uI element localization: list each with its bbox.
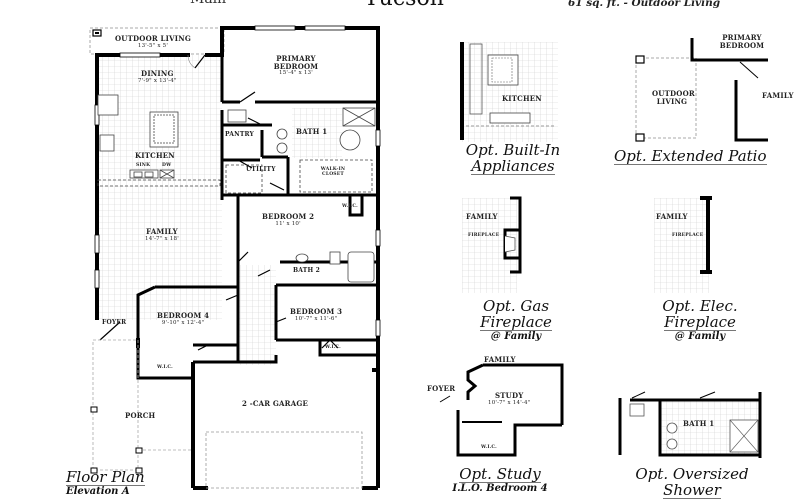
opt-study-room-label: STUDY 10'-7" x 14'-4" bbox=[488, 391, 531, 406]
opt-study-drawing: L bbox=[439, 363, 564, 457]
bedroom-2-wic: W.I.C. bbox=[342, 204, 358, 209]
sink-label: SINK bbox=[136, 163, 151, 168]
opt-elec-fireplace-caption: Opt. Elec. Fireplace @ Family bbox=[662, 297, 738, 342]
opt-built-in-kitchen-label: KITCHEN bbox=[502, 94, 542, 103]
opt-patio-primary-label: PRIMARY BEDROOM bbox=[719, 33, 765, 50]
room-garage: 2 -CAR GARAGE bbox=[242, 399, 309, 408]
opt-built-in-appliances-caption: Opt. Built-In Appliances bbox=[465, 141, 561, 175]
opt-elec-family-label: FAMILY bbox=[656, 212, 688, 221]
room-family: FAMILY 14'-7" x 18' bbox=[145, 227, 179, 242]
opt-extended-patio-drawing bbox=[635, 38, 768, 142]
opt-gas-fireplace-label: FIREPLACE bbox=[468, 233, 500, 238]
opt-built-in-appliances-drawing bbox=[460, 42, 558, 142]
dishwasher-label: DW bbox=[162, 163, 172, 168]
elevation-label: Elevation A bbox=[66, 486, 130, 497]
floor-plan-caption: Floor Plan Elevation A bbox=[66, 470, 145, 498]
opt-study-caption: Opt. Study I.L.O. Bedroom 4 bbox=[452, 465, 548, 494]
bedroom-4-wic: W.I.C. bbox=[157, 365, 173, 370]
bedroom-3-wic: W.I.C. bbox=[325, 345, 341, 350]
opt-gas-family-label: FAMILY bbox=[466, 212, 498, 221]
opt-patio-family-label: FAMILY bbox=[762, 91, 794, 100]
opt-oversized-shower-drawing bbox=[618, 391, 762, 458]
room-bedroom-4: BEDROOM 4 9'-10" x 12'-4" bbox=[157, 311, 210, 326]
opt-oversized-shower-caption: Opt. Oversized Shower bbox=[635, 465, 749, 499]
opt-elec-fireplace-label: FIREPLACE bbox=[672, 233, 704, 238]
room-bath-2: BATH 2 bbox=[293, 267, 320, 274]
opt-elec-fireplace-drawing bbox=[654, 196, 712, 293]
room-utility: UTILITY bbox=[246, 166, 276, 173]
room-bath-1: BATH 1 bbox=[296, 127, 328, 136]
opt-gas-fireplace-caption: Opt. Gas Fireplace @ Family bbox=[480, 297, 552, 342]
header-title-fragment: Main bbox=[190, 0, 226, 7]
opt-patio-outdoor-label: OUTDOOR LIVING bbox=[652, 89, 695, 106]
room-pantry: PANTRY bbox=[225, 131, 254, 138]
opt-study-family-label: FAMILY bbox=[484, 355, 516, 364]
opt-gas-fireplace-drawing bbox=[462, 196, 522, 293]
opt-study-wic-label: W.I.C. bbox=[481, 445, 497, 450]
room-dining: DINING 7'-9" x 13'-4" bbox=[138, 69, 177, 84]
main-floor-plan bbox=[89, 25, 381, 490]
room-foyer: FOYER bbox=[102, 319, 127, 326]
room-kitchen: KITCHEN bbox=[135, 151, 175, 160]
room-porch: PORCH bbox=[125, 411, 156, 420]
room-walk-in-closet: WALK-IN CLOSET bbox=[320, 167, 346, 177]
outdoor-area-note: 61 sq. ft. - Outdoor Living bbox=[568, 0, 721, 9]
opt-shower-bath-label: BATH 1 bbox=[683, 419, 715, 428]
room-bedroom-3: BEDROOM 3 10'-7" x 11'-6" bbox=[290, 307, 343, 322]
room-primary-bedroom: PRIMARY BEDROOM 15'-4" x 13' bbox=[273, 54, 319, 77]
plan-name-title: Tucson bbox=[364, 0, 444, 11]
opt-study-foyer-label: FOYER bbox=[427, 384, 456, 393]
opt-extended-patio-caption: Opt. Extended Patio bbox=[614, 147, 767, 165]
room-bedroom-2: BEDROOM 2 11' x 10' bbox=[262, 212, 315, 227]
room-outdoor-living: OUTDOOR LIVING 13'-5" x 5' bbox=[115, 34, 192, 49]
floor-plan-title: Floor Plan bbox=[66, 468, 145, 486]
